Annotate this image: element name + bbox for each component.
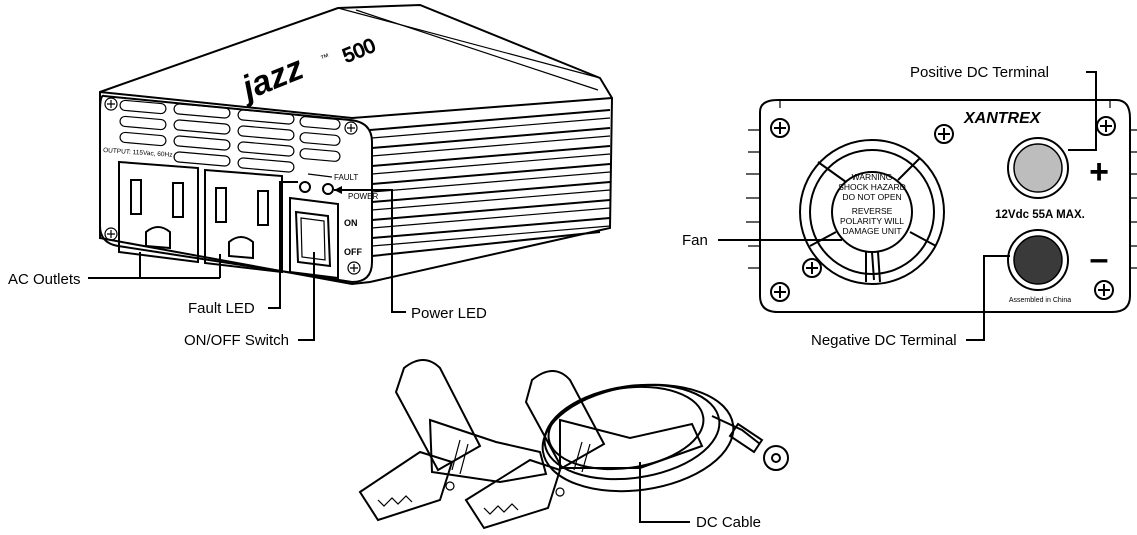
callout-on-off-switch: ON/OFF Switch [184, 252, 315, 349]
cooling-fan [799, 139, 945, 285]
svg-text:SHOCK HAZARD: SHOCK HAZARD [838, 182, 906, 192]
assembled-label: Assembled in China [1009, 297, 1071, 304]
svg-text:DO NOT OPEN: DO NOT OPEN [842, 192, 901, 202]
off-label: OFF [344, 247, 362, 257]
front-vents [119, 99, 341, 173]
svg-text:Power LED: Power LED [411, 305, 487, 322]
callout-fan: Fan [682, 232, 842, 249]
model-number: 500 [340, 35, 379, 68]
inverter-front-view: jazz ™ 500 OUTPUT: 115Vac, 60Hz FAULT PO… [99, 3, 614, 286]
fault-led [299, 181, 311, 193]
brand-trademark: ™ [319, 51, 331, 64]
callout-negative-terminal: Negative DC Terminal [811, 255, 1010, 349]
screw-icon [770, 118, 790, 138]
side-fins [746, 100, 1137, 269]
output-rating-label: OUTPUT: 115Vac, 60Hz [103, 147, 173, 159]
screw-icon [1094, 280, 1114, 300]
svg-text:REVERSE: REVERSE [852, 206, 893, 216]
warning-label: WARNING SHOCK HAZARD DO NOT OPEN REVERSE… [838, 172, 906, 236]
svg-text:POLARITY WILL: POLARITY WILL [840, 216, 904, 226]
rear-panel-outline [759, 99, 1131, 313]
battery-clamp-left [358, 359, 548, 522]
svg-text:DC Cable: DC Cable [696, 514, 761, 531]
svg-text:Fan: Fan [682, 232, 708, 249]
minus-sign: – [1090, 240, 1109, 278]
battery-clamp-right [464, 370, 704, 530]
svg-text:Fault LED: Fault LED [188, 300, 255, 317]
screw-icon [104, 97, 118, 111]
svg-text:AC Outlets: AC Outlets [8, 271, 81, 288]
on-off-switch [289, 196, 339, 280]
screw-icon [104, 227, 118, 241]
svg-text:WARNING: WARNING [852, 172, 893, 182]
on-label: ON [344, 218, 358, 228]
inverter-housing [99, 3, 614, 286]
power-led [322, 183, 334, 195]
faceplate-screws [104, 97, 361, 275]
svg-text:ON/OFF Switch: ON/OFF Switch [184, 332, 289, 349]
screw-icon [934, 124, 954, 144]
callout-fault-led: Fault LED [188, 181, 298, 317]
front-faceplate [99, 94, 373, 284]
svg-text:DAMAGE UNIT: DAMAGE UNIT [842, 226, 901, 236]
cooling-fins [369, 109, 611, 257]
fault-label: FAULT [334, 173, 358, 182]
svg-text:Positive DC Terminal: Positive DC Terminal [910, 64, 1049, 81]
brand-logo-jazz: jazz [233, 49, 309, 109]
callout-ac-outlets: AC Outlets [8, 252, 221, 288]
screw-icon [344, 121, 358, 135]
screw-icon [770, 282, 790, 302]
screw-icon [347, 261, 361, 275]
callout-power-led: Power LED [334, 186, 487, 322]
inverter-rear-view: WARNING SHOCK HAZARD DO NOT OPEN REVERSE… [746, 99, 1137, 313]
svg-text:Negative DC Terminal: Negative DC Terminal [811, 332, 957, 349]
ac-outlet-left [118, 160, 199, 264]
callout-positive-terminal: Positive DC Terminal [910, 64, 1097, 151]
callout-dc-cable: DC Cable [639, 462, 761, 531]
plus-sign: + [1089, 153, 1109, 191]
power-label: POWER [348, 192, 378, 201]
positive-terminal [1007, 137, 1069, 199]
rating-label: 12Vdc 55A MAX. [995, 209, 1085, 221]
negative-terminal [1007, 229, 1069, 291]
dc-cable [358, 359, 789, 530]
brand-logo-xantrex: XANTREX [963, 110, 1042, 127]
ac-outlet-right [204, 168, 283, 274]
screw-icon [802, 258, 822, 278]
